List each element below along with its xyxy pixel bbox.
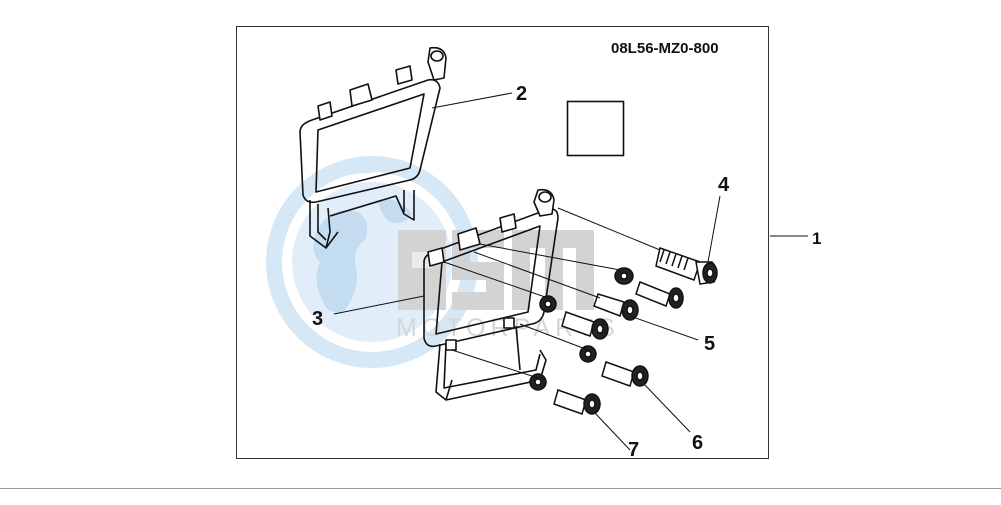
callout-5: 5 (704, 333, 715, 355)
bolt-b (561, 311, 609, 340)
leader-lines (333, 92, 808, 451)
bracket-3 (423, 188, 559, 401)
callout-1: 1 (812, 229, 821, 248)
globe-icon (266, 156, 478, 368)
bolt-a (635, 281, 684, 309)
callout-7: 7 (628, 439, 639, 461)
bolt-4 (655, 247, 718, 285)
diagram-frame (236, 26, 769, 459)
bottom-divider (0, 488, 1001, 489)
callout-4: 4 (718, 174, 730, 196)
bolt-5 (593, 293, 639, 321)
bolt-7 (553, 389, 601, 415)
empty-box (566, 100, 625, 157)
part-number: 08L56-MZ0-800 (611, 40, 719, 57)
fasteners (529, 247, 718, 415)
callout-6: 6 (692, 432, 703, 454)
callout-2: 2 (516, 83, 527, 105)
bolt-6 (601, 361, 649, 387)
assembly-lines (443, 207, 661, 379)
bracket-2 (299, 46, 447, 249)
callout-3: 3 (312, 308, 323, 330)
